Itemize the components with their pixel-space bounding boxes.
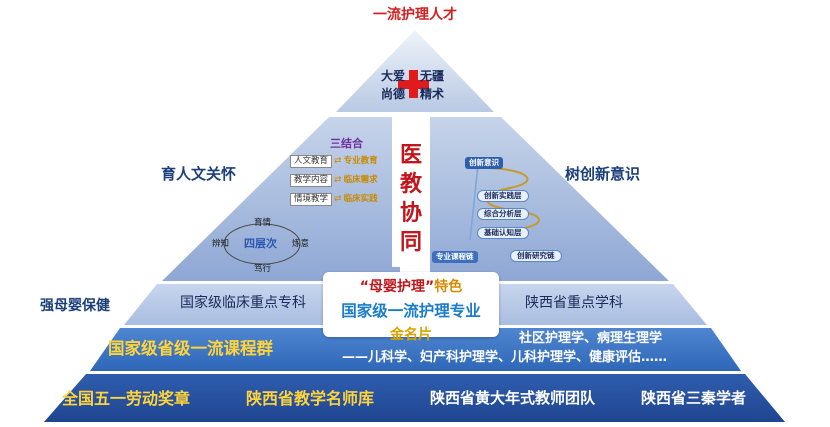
- apex-text-tl: 大爱: [381, 69, 406, 83]
- left-tier-label: 育人文关怀: [161, 165, 237, 183]
- research-chain-box: 创新研究链: [510, 250, 562, 262]
- double-arrow-icon: ⇄: [334, 174, 342, 185]
- pair-row: 教学内容 ⇄ 临床需求: [290, 174, 378, 187]
- apex-text-br: 精术: [420, 87, 445, 101]
- three-combination-title: 三结合: [330, 137, 363, 150]
- cycle-bottom: 笃行: [254, 264, 272, 274]
- apex-text-tr: 无疆: [420, 69, 445, 83]
- band3-item: 陕西省黄大年式教师团队: [430, 389, 596, 407]
- band2-left-text: 国家级省级一流课程群: [108, 339, 273, 358]
- innovation-box: 创新意识: [465, 157, 503, 169]
- band2: [90, 328, 741, 371]
- cycle-center: 四层次: [244, 237, 277, 250]
- pair-left: 人文教育: [290, 155, 333, 168]
- band3: [44, 374, 785, 422]
- center-char: 教: [399, 172, 422, 197]
- band2-right-line1: 社区护理学、病理生理学: [519, 331, 663, 346]
- cycle-top: 育情: [254, 218, 272, 228]
- double-arrow-icon: ⇄: [334, 155, 342, 166]
- pair-row: 人文教育 ⇄ 专业教育: [290, 155, 378, 168]
- spiral-pill: 综合分析层: [477, 208, 529, 220]
- band1-left-label: 强母婴保健: [40, 298, 110, 314]
- pair-right: 临床需求: [343, 175, 378, 185]
- card-line3: 金名片: [390, 327, 432, 343]
- center-char: 医: [399, 143, 422, 168]
- spiral-pill: 创新实践层: [477, 190, 529, 202]
- card-feature: 特色: [434, 279, 463, 295]
- band1-right-text: 陕西省重点学科: [525, 295, 623, 311]
- band3-item: 陕西省三秦学者: [641, 389, 747, 407]
- double-arrow-icon: ⇄: [334, 193, 342, 204]
- band1-left-text: 国家级临床重点专科: [180, 295, 306, 311]
- pair-right: 专业教育: [343, 156, 378, 166]
- left-panel: [162, 117, 400, 281]
- card-line1: “母婴护理”特色: [323, 276, 499, 296]
- spiral-axis: [469, 164, 479, 241]
- apex-title: 一流护理人才: [373, 7, 457, 23]
- pair-right: 临床实践: [343, 194, 378, 204]
- card-quote: “母婴护理”: [359, 279, 435, 295]
- band3-item: 全国五一劳动奖章: [62, 389, 191, 408]
- red-cross-h: [398, 80, 429, 89]
- cycle-left: 辨知: [212, 239, 230, 249]
- pair-left: 教学内容: [290, 174, 333, 187]
- cycle-ring: [223, 223, 301, 265]
- cycle-right: 炼意: [292, 239, 310, 249]
- right-tier-label: 树创新意识: [565, 165, 641, 183]
- spiral-pill: 基础认知层: [477, 227, 529, 239]
- course-chain-box: 专业课程链: [432, 251, 478, 263]
- band2-right-line2: ——儿科学、妇产科护理学、儿科护理学、健康评估……: [342, 350, 668, 365]
- card-line2: 国家级一流护理专业: [341, 302, 481, 320]
- pair-left: 情境教学: [290, 193, 333, 206]
- center-char: 协: [399, 201, 422, 226]
- center-char: 同: [399, 230, 422, 255]
- pair-row: 情境教学 ⇄ 临床实践: [290, 193, 378, 206]
- feature-card: “母婴护理”特色 国家级一流护理专业 金名片: [323, 272, 499, 343]
- apex-text-bl: 尚德: [381, 87, 406, 101]
- band3-item: 陕西省教学名师库: [246, 389, 375, 408]
- center-column-bg: [392, 117, 430, 267]
